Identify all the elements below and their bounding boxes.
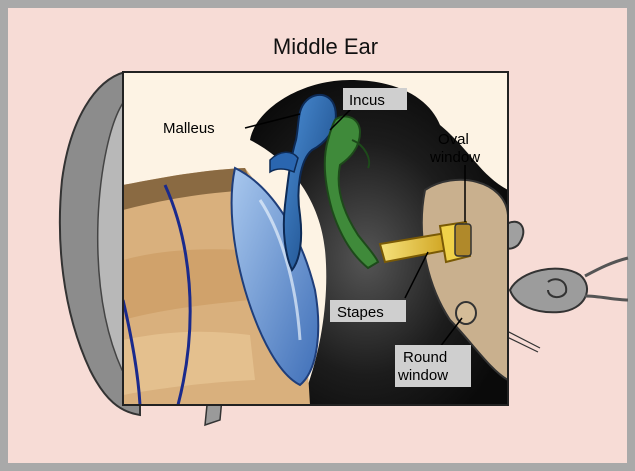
incus-label-box: [343, 88, 407, 110]
diagram-title: Middle Ear: [272, 34, 379, 59]
leader-lines: [244, 107, 466, 348]
oval-window-label-line2: window: [429, 149, 480, 166]
panel-border: [122, 71, 509, 406]
round-window-label-box: [395, 345, 471, 387]
incus-label: Incus: [349, 92, 385, 109]
oval-window-label-line1: Oval: [438, 131, 469, 148]
stapes-label: Stapes: [337, 304, 384, 321]
round-window-label-line1: Round: [403, 349, 447, 366]
inner-ear-nerve: [502, 220, 629, 353]
round-window-label-line2: window: [397, 367, 448, 384]
stapes-label-box: [330, 300, 406, 322]
malleus-label: Malleus: [163, 120, 215, 137]
